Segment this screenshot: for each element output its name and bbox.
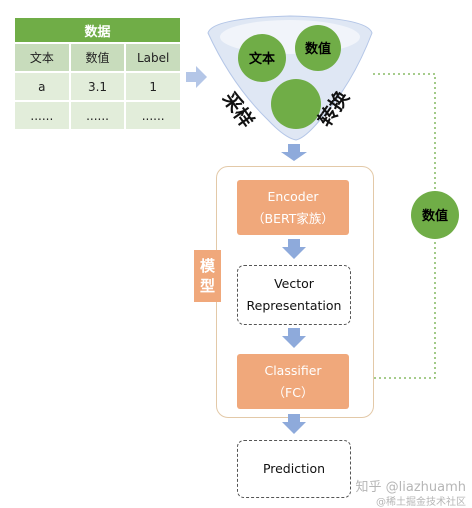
table-cell: ......: [15, 102, 71, 129]
table-title: 数据: [15, 18, 180, 42]
table-header-cell: Label: [136, 50, 170, 65]
table-cell: 3.1: [71, 73, 127, 100]
table-cell: a: [15, 73, 71, 100]
model-label-char: 型: [199, 277, 215, 295]
arrow-down-icon: [282, 239, 306, 259]
prediction-label: Prediction: [262, 461, 326, 476]
table-header-cell: 数值: [71, 44, 127, 71]
watermark-line2: @稀土掘金技术社区: [376, 497, 466, 508]
circle-num: [295, 25, 341, 71]
vector-subtitle: Representation: [246, 298, 342, 313]
table-header-cell: 文本: [15, 44, 71, 71]
arrow-down-icon: [282, 414, 306, 434]
arrow-right-icon: [186, 66, 207, 88]
classifier-title: Classifier: [264, 362, 322, 378]
table-cell: ......: [141, 108, 165, 123]
model-label: 模 型: [194, 250, 221, 302]
encoder-subtitle: （BERT家族）: [252, 210, 334, 226]
arrow-down-icon: [281, 144, 307, 161]
circle-text-label: 文本: [249, 51, 275, 67]
table-cell: 1: [149, 79, 157, 94]
numeric-dotted-connector: [360, 73, 436, 379]
encoder-box: Encoder （BERT家族）: [237, 180, 349, 235]
prediction-box: Prediction: [237, 440, 351, 498]
arrow-down-icon: [282, 328, 306, 348]
table-row: ...... ...... ......: [15, 102, 180, 129]
table-header-row: 文本 数值 Label: [15, 44, 180, 71]
model-label-char: 模: [199, 257, 215, 275]
classifier-box: Classifier （FC）: [237, 354, 349, 409]
circle-num-label: 数值: [305, 41, 331, 57]
vector-title: Vector: [274, 276, 314, 291]
circle-blank: [271, 79, 321, 129]
watermark-line1: 知乎 @liazhuamh: [355, 480, 467, 495]
circle-text: [238, 34, 286, 82]
table-cell: ......: [71, 102, 127, 129]
encoder-title: Encoder: [267, 188, 319, 204]
numeric-circle-label: 数值: [422, 208, 448, 224]
vector-box: Vector Representation: [237, 265, 351, 325]
numeric-circle: [411, 191, 459, 239]
classifier-subtitle: （FC）: [272, 384, 314, 400]
table-row: a 3.1 1: [15, 73, 180, 100]
